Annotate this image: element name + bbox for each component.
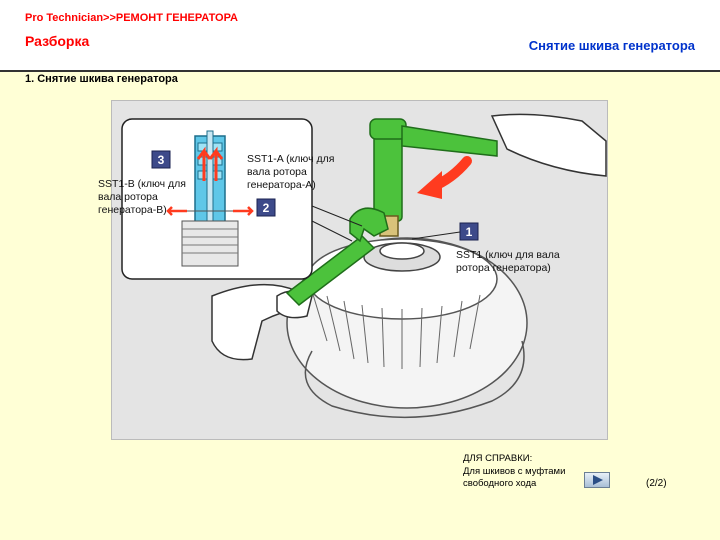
badge-3-icon: 3 bbox=[151, 150, 171, 169]
badge-2-icon: 2 bbox=[256, 198, 276, 217]
svg-text:1: 1 bbox=[466, 225, 473, 239]
reference-line2: свободного хода bbox=[463, 478, 537, 489]
reference-title: ДЛЯ СПРАВКИ: bbox=[463, 453, 533, 464]
illustration-figure: 3 2 1 SST1-A (ключ для вала ротора генер… bbox=[98, 100, 608, 440]
svg-text:2: 2 bbox=[263, 201, 270, 215]
label-sst1a: SST1-A (ключ для вала ротора генератора-… bbox=[247, 153, 335, 191]
next-button[interactable] bbox=[584, 472, 610, 488]
label-sst1b: SST1-B (ключ для вала ротора генератора-… bbox=[98, 178, 186, 216]
breadcrumb[interactable]: Pro Technician>>РЕМОНТ ГЕНЕРАТОРА bbox=[25, 12, 238, 24]
sst1a-wrench bbox=[285, 207, 389, 306]
page-title: Снятие шкива генератора bbox=[528, 38, 695, 53]
reference-line1: Для шкивов с муфтами bbox=[463, 465, 566, 477]
step-title: 1. Снятие шкива генератора bbox=[25, 73, 178, 85]
reference-note: ДЛЯ СПРАВКИ: Для шкивов с муфтами свобод… bbox=[463, 453, 565, 491]
alternator-illustration: 3 2 1 bbox=[121, 113, 607, 419]
sst1-wrench bbox=[369, 118, 498, 237]
section-title: Разборка bbox=[25, 33, 90, 49]
header-bar: Pro Technician>>РЕМОНТ ГЕНЕРАТОРА Разбор… bbox=[0, 0, 720, 72]
page-number: (2/2) bbox=[646, 478, 667, 489]
rotation-arrow bbox=[417, 156, 472, 199]
label-sst1: SST1 (ключ для вала ротора генератора) bbox=[456, 249, 560, 274]
badge-1-icon: 1 bbox=[459, 222, 479, 241]
alternator-body bbox=[286, 237, 528, 419]
hands bbox=[211, 113, 607, 361]
svg-text:3: 3 bbox=[158, 153, 165, 167]
play-arrow-icon bbox=[593, 475, 603, 485]
